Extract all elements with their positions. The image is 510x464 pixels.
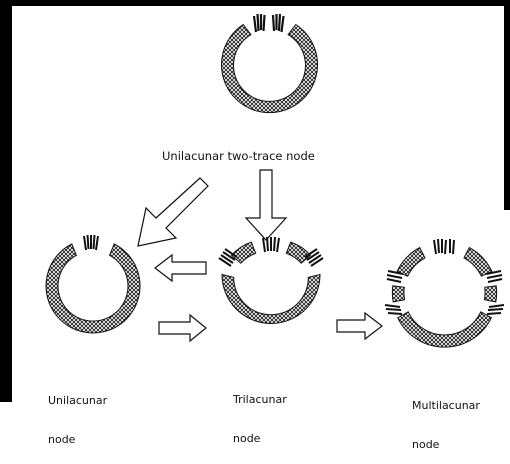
- arrow-trilacunar-to-multilacunar: [336, 311, 383, 341]
- label-unilacunar: Unilacunar node: [48, 368, 107, 459]
- trilacunar-node: [218, 236, 324, 324]
- label-multilacunar-line1: Multilacunar: [412, 399, 480, 412]
- unilacunar-trace: [83, 234, 99, 251]
- label-two-trace-node: Unilacunar two-trace node: [162, 149, 315, 163]
- leaf-trace-pair: [252, 13, 285, 33]
- label-trilacunar-line1: Trilacunar: [233, 393, 287, 406]
- median-trace: [262, 236, 280, 253]
- arrow-trilacunar-to-unilacunar: [154, 253, 207, 283]
- arrow-unilacunar-to-trilacunar: [158, 313, 207, 343]
- label-trilacunar-line2: node: [233, 432, 261, 445]
- right-lateral-trace: [304, 248, 324, 267]
- scan-border-right: [504, 0, 510, 210]
- label-unilacunar-line2: node: [48, 433, 76, 446]
- unilacunar-node: [45, 234, 141, 334]
- two-trace-node: [221, 13, 318, 114]
- arrow-to-trilacunar: [244, 169, 288, 241]
- label-multilacunar: Multilacunar node: [412, 373, 480, 464]
- scan-border-top: [0, 0, 510, 6]
- label-trilacunar: Trilacunar node: [233, 367, 287, 458]
- multilacunar-node: [384, 238, 505, 348]
- left-lateral-trace: [218, 248, 238, 267]
- node-diagram: [45, 13, 505, 348]
- arrow-to-unilacunar: [137, 177, 209, 247]
- scan-border-left: [0, 0, 12, 402]
- label-unilacunar-line1: Unilacunar: [48, 394, 108, 407]
- label-multilacunar-line2: node: [412, 438, 440, 451]
- multilacunar-traces: [384, 238, 505, 315]
